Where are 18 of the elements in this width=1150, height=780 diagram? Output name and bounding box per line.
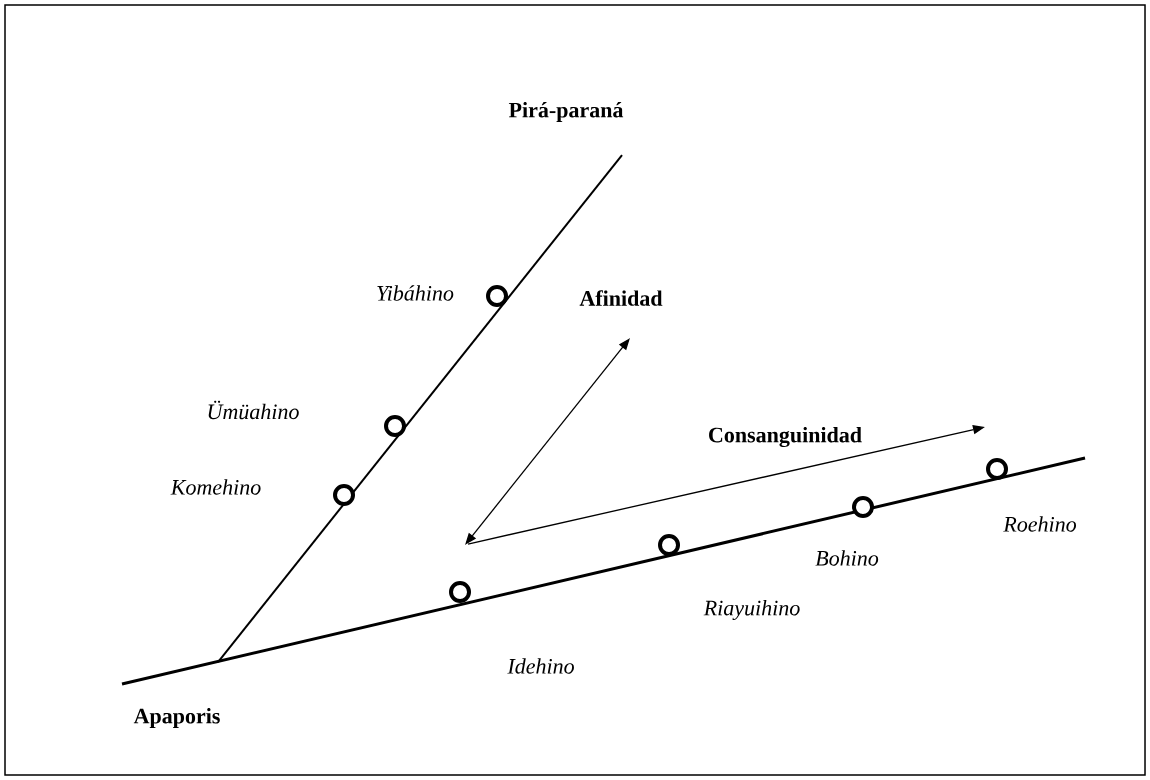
circle-marker bbox=[658, 534, 680, 556]
circle-marker bbox=[333, 484, 355, 506]
circle-marker bbox=[852, 496, 874, 518]
group-name: Bohino bbox=[815, 550, 879, 566]
relation-label: Afinidad bbox=[579, 290, 663, 306]
group-name: Idehino bbox=[507, 658, 574, 674]
circle-marker bbox=[986, 458, 1008, 480]
river-name: Pirá-paraná bbox=[508, 102, 624, 122]
group-name: Riayuihino bbox=[703, 600, 800, 620]
relation-label: Consanguinidad bbox=[709, 426, 862, 448]
group-name: Yibáhino bbox=[377, 285, 454, 301]
circle-marker bbox=[449, 581, 471, 603]
river-name: Apaporis bbox=[133, 708, 220, 728]
circle-marker bbox=[486, 285, 508, 307]
circle-marker bbox=[384, 415, 406, 437]
group-name: Roehino bbox=[1003, 516, 1077, 532]
group-name: Komehino bbox=[170, 479, 261, 495]
group-name: Ümüahino bbox=[208, 400, 299, 420]
